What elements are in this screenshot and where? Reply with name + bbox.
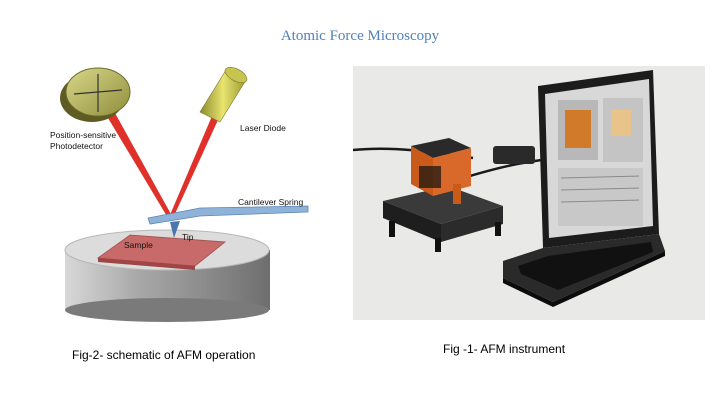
cantilever-label: Cantilever Spring [238,197,303,207]
photodetector-label-line1: Position-sensitive [50,130,116,140]
slide-title: Atomic Force Microscopy [280,28,440,44]
cantilever-spring [147,205,309,225]
laptop [503,70,665,307]
photodetector-label-line2: Photodetector [50,141,103,151]
afm-device [383,138,503,252]
sample-label: Sample [124,240,153,250]
figure-2-caption: Fig-2- schematic of AFM operation [72,348,256,362]
sample-block [96,234,227,270]
laser-beams [102,104,218,218]
laser-diode-label: Laser Diode [240,123,286,133]
cantilever-tip [170,221,180,238]
laser-diode [199,66,248,123]
afm-instrument-photo [353,66,705,320]
afm-instrument-illustration [353,70,665,307]
afm-schematic-diagram: Sample Position-sensitive Photodetector … [50,66,309,322]
figure-1-caption: Fig -1- AFM instrument [443,342,566,356]
photodetector [60,67,131,122]
tip-label: Tip [182,232,194,242]
